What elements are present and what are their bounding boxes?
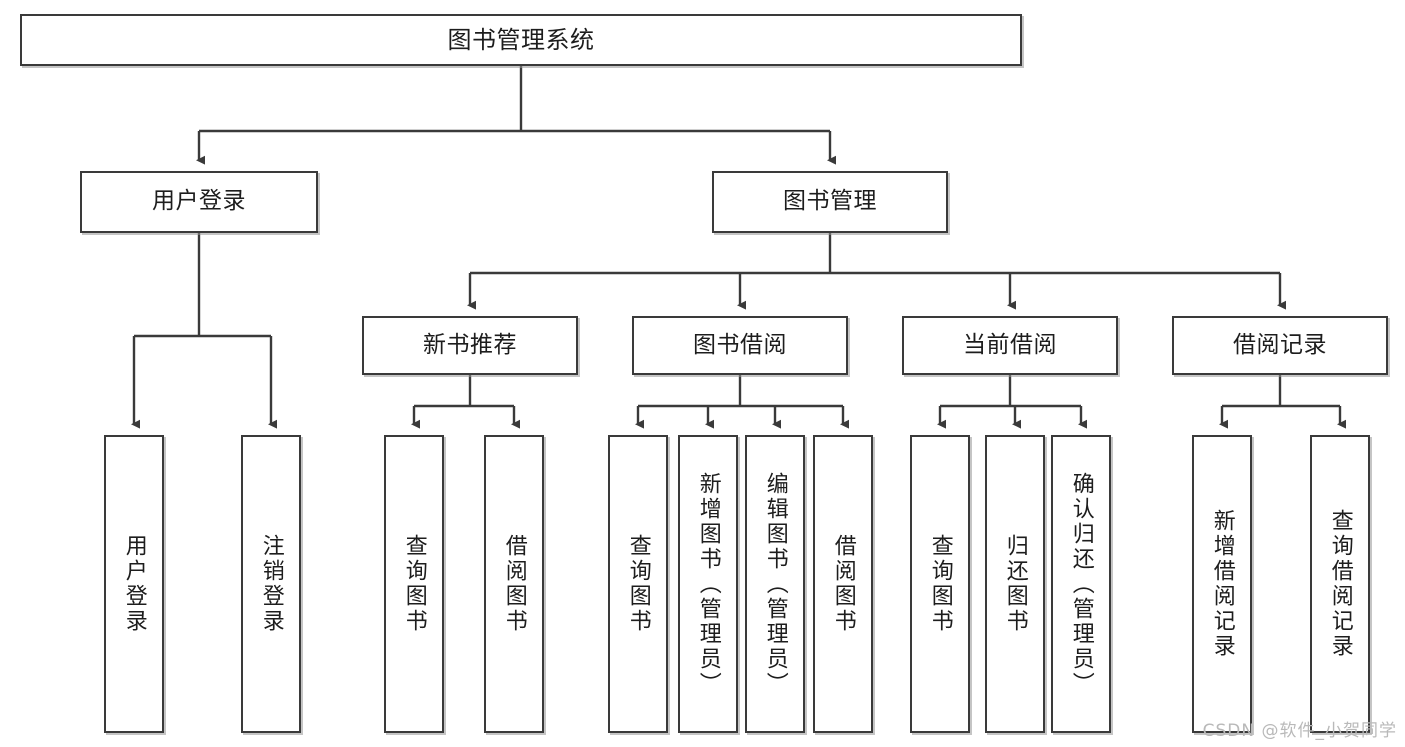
node-book-management[interactable]: 图书管理 [712,171,948,233]
node-current-borrow-label: 当前借阅 [963,331,1057,358]
leaf-query-borrow-record[interactable]: 查询借阅记录 [1310,435,1370,733]
leaf-return-book[interactable]: 归还图书 [985,435,1045,733]
leaf-query-book-current[interactable]: 查询图书 [910,435,970,733]
node-root-label: 图书管理系统 [447,25,595,54]
leaf-add-borrow-record[interactable]: 新增借阅记录 [1192,435,1252,733]
leaf-query-book-borrow-label: 查询图书 [625,534,651,634]
leaf-borrow-book-recommend-label: 借阅图书 [501,534,527,634]
leaf-add-borrow-record-label: 新增借阅记录 [1209,509,1235,659]
node-user-login-label: 用户登录 [152,188,246,215]
leaf-user-login-label: 用户登录 [121,534,147,634]
leaf-confirm-return-admin[interactable]: 确认归还（管理员） [1051,435,1111,733]
node-borrow-record-label: 借阅记录 [1233,331,1327,358]
node-new-book-recommend-label: 新书推荐 [423,331,517,358]
leaf-borrow-book[interactable]: 借阅图书 [813,435,873,733]
node-borrow-record[interactable]: 借阅记录 [1172,316,1388,375]
leaf-borrow-book-recommend[interactable]: 借阅图书 [484,435,544,733]
leaf-query-book-recommend-label: 查询图书 [401,534,427,634]
leaf-query-borrow-record-label: 查询借阅记录 [1327,509,1353,659]
node-new-book-recommend[interactable]: 新书推荐 [362,316,578,375]
node-current-borrow[interactable]: 当前借阅 [902,316,1118,375]
csdn-watermark: CSDN @软件_小贺同学 [1202,721,1397,741]
leaf-return-book-label: 归还图书 [1002,534,1028,634]
node-book-borrow-label: 图书借阅 [693,331,787,358]
leaf-query-book-recommend[interactable]: 查询图书 [384,435,444,733]
node-user-login[interactable]: 用户登录 [80,171,318,233]
leaf-add-book-admin[interactable]: 新增图书（管理员） [678,435,738,733]
leaf-edit-book-admin-label: 编辑图书（管理员） [762,471,788,697]
node-root[interactable]: 图书管理系统 [20,14,1022,66]
leaf-borrow-book-label: 借阅图书 [830,534,856,634]
leaf-logout-label: 注销登录 [258,534,284,634]
leaf-query-book-current-label: 查询图书 [927,534,953,634]
leaf-add-book-admin-label: 新增图书（管理员） [695,471,721,697]
leaf-edit-book-admin[interactable]: 编辑图书（管理员） [745,435,805,733]
leaf-user-login[interactable]: 用户登录 [104,435,164,733]
node-book-management-label: 图书管理 [783,188,877,215]
leaf-logout[interactable]: 注销登录 [241,435,301,733]
leaf-confirm-return-admin-label: 确认归还（管理员） [1068,471,1094,697]
leaf-query-book-borrow[interactable]: 查询图书 [608,435,668,733]
node-book-borrow[interactable]: 图书借阅 [632,316,848,375]
